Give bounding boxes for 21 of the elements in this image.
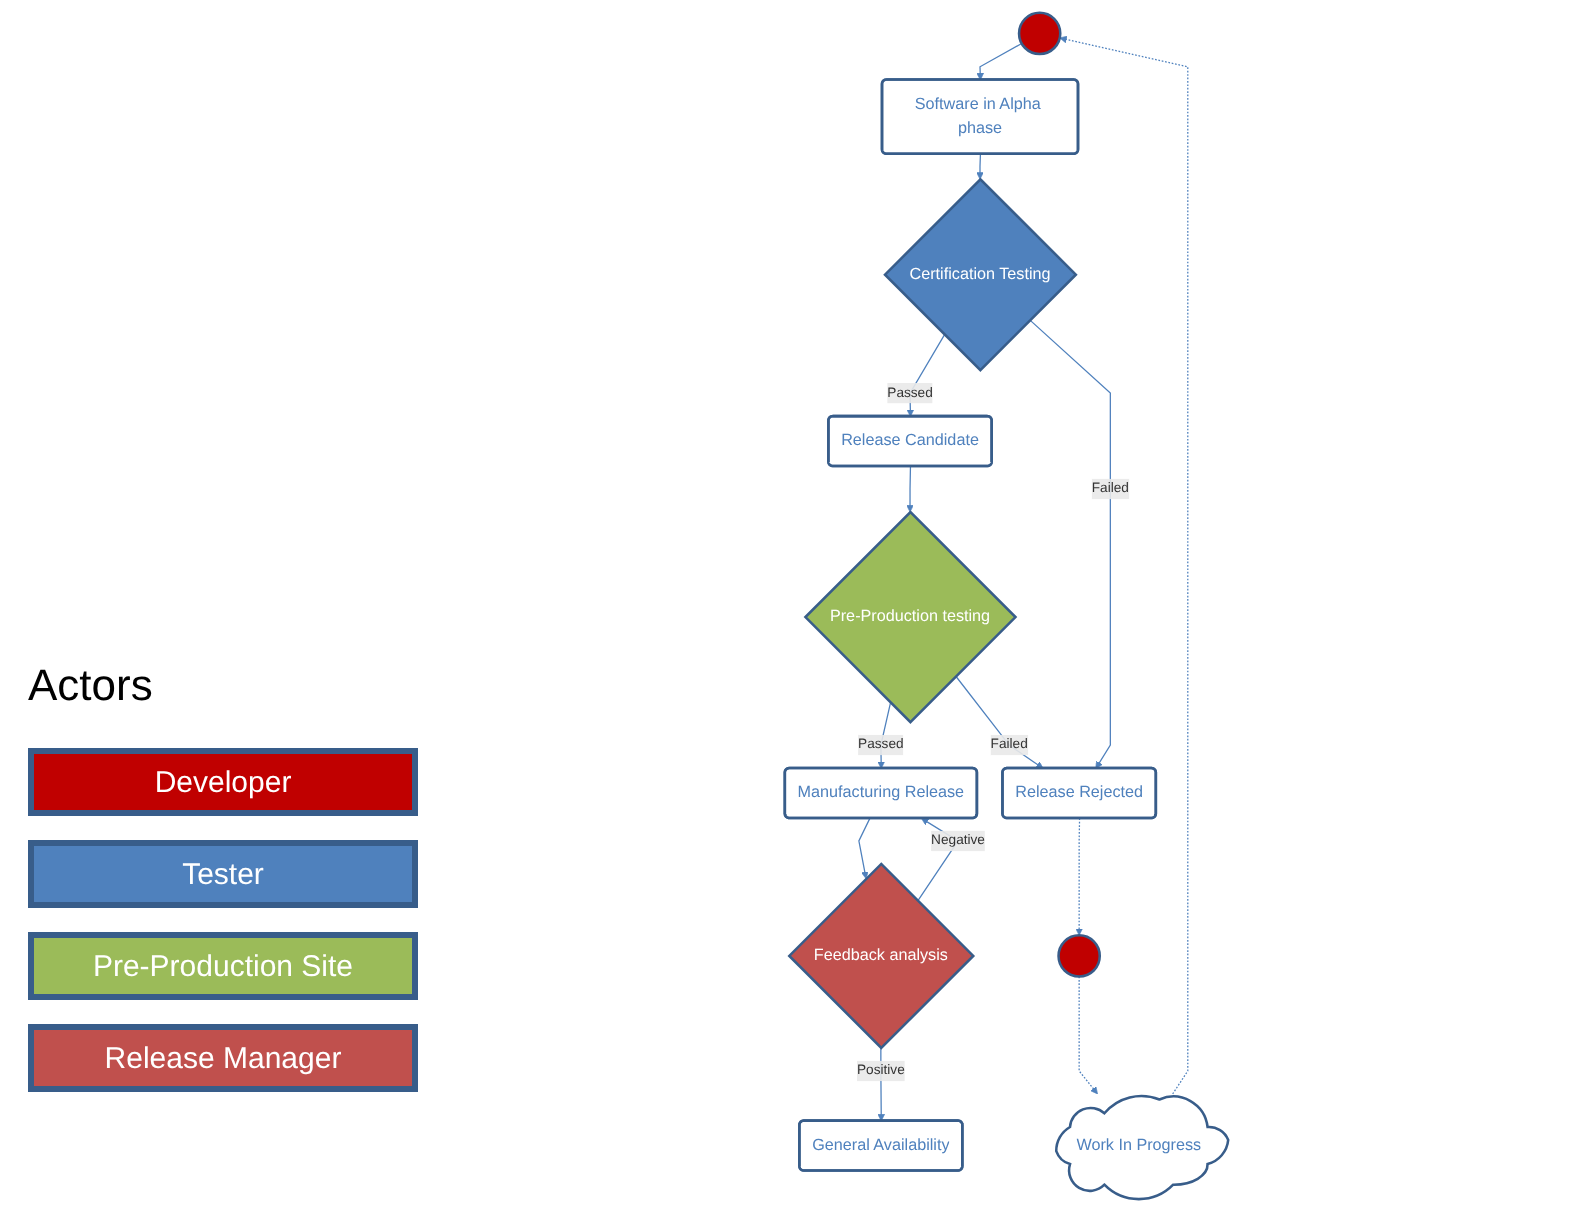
arrow	[877, 701, 892, 769]
legend-heading: Actors	[28, 660, 155, 712]
arrow	[1059, 35, 1189, 1095]
legend-label: Pre-Production Site	[92, 949, 354, 983]
arrow	[858, 817, 871, 880]
legend-label: Developer	[154, 765, 292, 799]
arrow	[976, 153, 985, 180]
arrow	[955, 675, 1044, 769]
node-diamond: Feedback analysis	[787, 862, 976, 1050]
legend-label: Release Manager	[104, 1041, 342, 1075]
arrow	[1078, 975, 1099, 1095]
legend-label: Tester	[182, 857, 264, 891]
arrow	[976, 42, 1023, 81]
arrow	[906, 465, 915, 513]
arrow	[1075, 817, 1084, 936]
node-diamond: Pre-Production testing	[804, 510, 1018, 724]
arrow	[907, 334, 946, 417]
node-circle	[1057, 934, 1102, 978]
node-diamond: Certification Testing	[883, 177, 1079, 372]
arrow	[1029, 319, 1112, 769]
node-circle	[1018, 11, 1062, 56]
